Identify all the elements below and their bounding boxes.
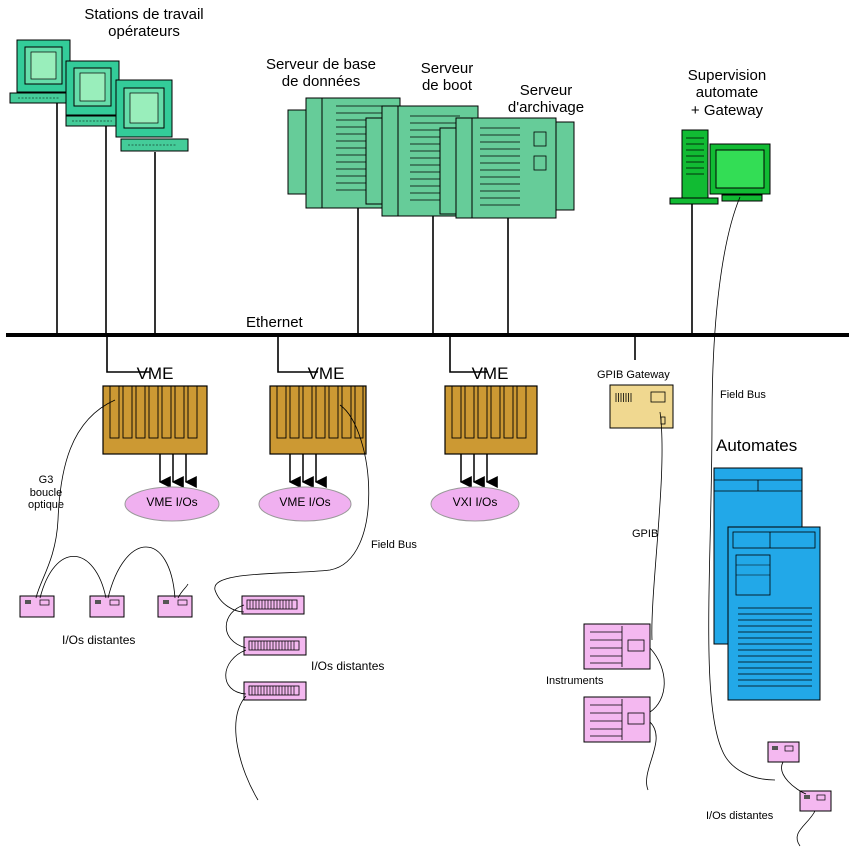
g3-loop-label-line1: G3 — [38, 474, 54, 486]
g3-loop-label: G3 boucle optique — [28, 474, 64, 512]
vme-crate-2 — [269, 385, 367, 488]
vme-ios-ellipse-2 — [258, 486, 352, 522]
remote-io-right-1 — [767, 741, 800, 763]
vme-label-1: VME — [136, 364, 174, 383]
remote-ios-label-left: I/Os distantes — [62, 633, 136, 647]
archive-server — [439, 117, 575, 219]
vme-crate-1 — [102, 385, 208, 488]
db-server-title-line1: Serveur de base — [265, 56, 377, 73]
boot-server-title-line1: Serveur — [420, 60, 474, 77]
remote-io-left-1 — [19, 595, 55, 618]
archive-server-title-line1: Serveur — [519, 82, 573, 99]
ethernet-drops — [56, 103, 693, 373]
supervision-title: Supervision automate + Gateway — [688, 67, 766, 119]
vxi-ios-label: VXI I/Os — [452, 495, 498, 509]
vme-label-2: VME — [307, 364, 345, 383]
vxi-ios-ellipse — [430, 486, 520, 522]
gpib-gateway-label: GPIB Gateway — [597, 369, 670, 381]
cables — [35, 399, 816, 847]
gpib-gateway-device — [609, 384, 674, 429]
instrument-2 — [583, 696, 651, 743]
remote-io-rail-2 — [243, 636, 307, 656]
boot-server-title: Serveur de boot — [421, 60, 474, 95]
ethernet-label: Ethernet — [246, 314, 303, 331]
workstations-title-line2: opérateurs — [108, 23, 180, 41]
boot-server-title-line2: de boot — [421, 77, 473, 95]
vme-ios-ellipse-1 — [124, 486, 220, 522]
supervision-pc — [669, 129, 776, 781]
vme-ios-label-2: VME I/Os — [279, 495, 331, 509]
gpib-label: GPIB — [632, 528, 659, 540]
supervision-title-line1: Supervision — [687, 67, 767, 84]
workstation-3 — [115, 79, 189, 152]
archive-server-title: Serveur d'archivage — [508, 82, 584, 117]
vme-ios-label-1: VME I/Os — [146, 495, 198, 509]
remote-io-right-2 — [799, 790, 832, 812]
workstation-2 — [65, 60, 129, 127]
plc-cabinet-front — [727, 526, 821, 701]
db-server-title: Serveur de base de données — [266, 56, 376, 91]
supervision-title-line3: + Gateway — [690, 101, 764, 119]
archive-server-title-line2: d'archivage — [507, 99, 585, 117]
workstation-1 — [9, 39, 77, 104]
remote-io-left-3 — [157, 595, 193, 618]
instrument-1 — [583, 623, 651, 670]
supervision-title-line2: automate — [695, 84, 759, 102]
g3-loop-label-line3: optique — [27, 499, 65, 512]
remote-io-rail-3 — [243, 681, 307, 701]
workstations-title: Stations de travail opérateurs — [84, 6, 203, 41]
workstations-title-line1: Stations de travail — [84, 6, 204, 23]
remote-ios-label-right: I/Os distantes — [706, 810, 774, 822]
vme-label-3: VME — [471, 364, 509, 383]
g3-loop-label-line2: boucle — [29, 486, 63, 499]
automates-label: Automates — [716, 436, 798, 455]
field-bus-label-mid: Field Bus — [371, 539, 417, 551]
remote-io-left-2 — [89, 595, 125, 618]
remote-ios-label-mid: I/Os distantes — [311, 659, 385, 673]
field-bus-label-top: Field Bus — [720, 389, 766, 401]
instruments-label: Instruments — [546, 675, 604, 687]
vme-crate-3 — [444, 385, 538, 488]
remote-io-rail-1 — [241, 595, 305, 615]
db-server-title-line2: de données — [281, 73, 361, 91]
